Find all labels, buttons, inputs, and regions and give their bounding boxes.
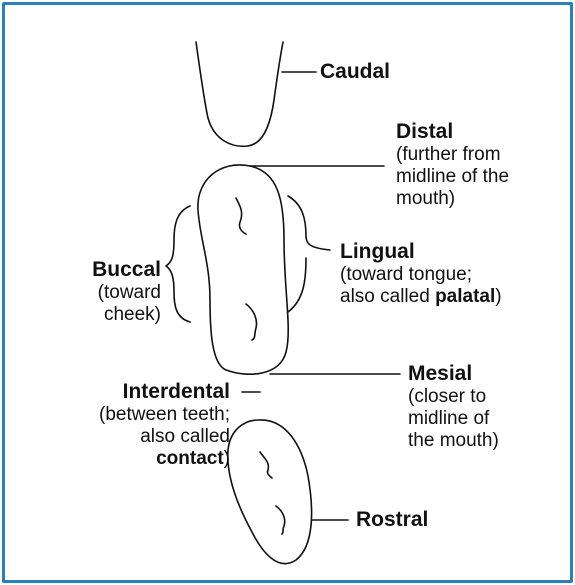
distal-note-line-2: midline of the xyxy=(396,166,509,188)
buccal-note-line-2: cheek) xyxy=(104,304,161,326)
mesial-note-line-3: the mouth) xyxy=(408,430,499,452)
middle-tooth-cusp-lower xyxy=(246,304,257,340)
rostral-tooth xyxy=(228,420,312,564)
interdental-label: Interdental xyxy=(123,380,230,404)
interdental-note-line-2: also called xyxy=(140,426,230,448)
buccal-label: Buccal xyxy=(92,258,161,282)
lingual-note-bold: palatal xyxy=(435,286,495,307)
mesial-note-line-1: (closer to xyxy=(408,386,486,408)
caudal-label: Caudal xyxy=(320,60,390,84)
rostral-tooth-cusp-upper xyxy=(260,452,272,478)
buccal-bracket xyxy=(166,206,190,322)
lingual-note-prefix: also called xyxy=(340,286,435,307)
mesial-label: Mesial xyxy=(408,362,472,386)
distal-note-line-3: mouth) xyxy=(396,188,455,210)
interdental-note-line-3: contact) xyxy=(156,448,230,470)
mesial-note-line-2: midline of xyxy=(408,408,489,430)
middle-tooth xyxy=(198,165,288,374)
lingual-bracket xyxy=(288,196,330,250)
lingual-note-suffix: ) xyxy=(495,286,501,307)
buccal-note-line-1: (toward xyxy=(98,282,161,304)
middle-tooth-cusp-upper xyxy=(236,198,246,234)
lingual-label: Lingual xyxy=(340,240,415,264)
interdental-note-suffix: ) xyxy=(224,448,230,469)
distal-note-line-1: (further from xyxy=(396,144,501,166)
rostral-tooth-cusp-lower xyxy=(276,506,285,534)
rostral-label: Rostral xyxy=(356,508,428,532)
interdental-note-line-1: (between teeth; xyxy=(99,404,230,426)
lingual-note-line-1: (toward tongue; xyxy=(340,264,472,286)
lingual-bracket-lower xyxy=(288,258,306,312)
distal-label: Distal xyxy=(396,120,453,144)
caudal-tooth xyxy=(196,42,283,146)
lingual-note-line-2: also called palatal) xyxy=(340,286,502,308)
interdental-note-bold: contact xyxy=(156,448,224,469)
